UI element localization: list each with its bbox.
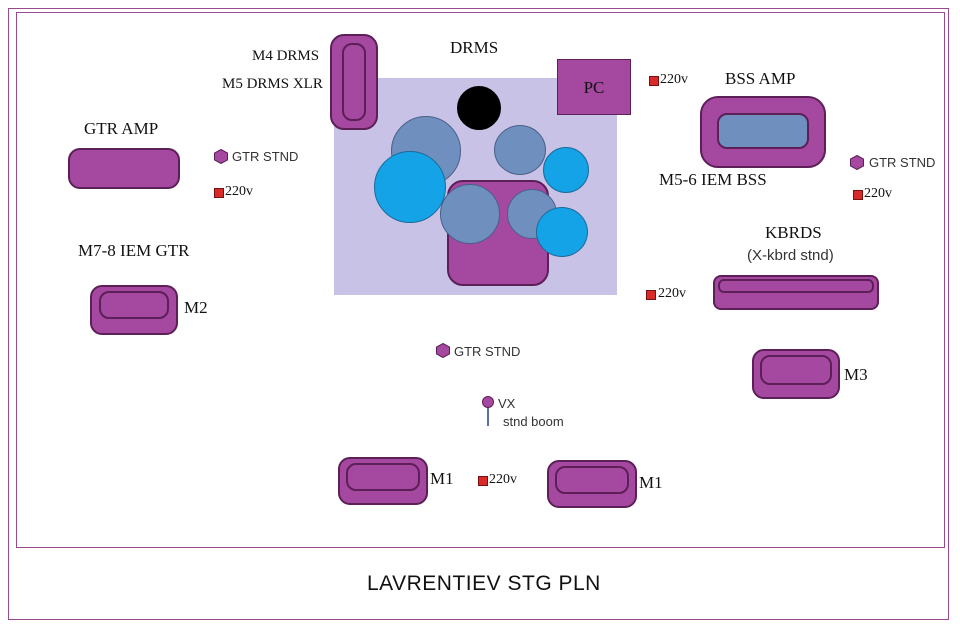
gtr-amp-label: GTR AMP (84, 119, 159, 138)
kick-drum-icon (457, 86, 501, 130)
power-outlet-label: 220v (225, 184, 253, 199)
red-square-icon (478, 476, 488, 486)
stage-area (16, 12, 945, 548)
cymbal-left-icon (374, 151, 446, 223)
gtr-stand-label: GTR STND (232, 149, 299, 164)
m4-drum-monitor (330, 34, 378, 130)
ride-cymbal-icon (536, 207, 588, 257)
gtr-stand-label: GTR STND (454, 344, 521, 359)
m2-label: M2 (184, 298, 208, 317)
m1-right-label: M1 (639, 473, 663, 492)
stage-plan-frame (8, 8, 949, 620)
vx-stand-boom-label: stnd boom (503, 414, 564, 429)
m1-monitor-right (547, 460, 637, 508)
kbrds-label: KBRDS (765, 223, 822, 242)
m5-6-iem-bss-label: M5-6 IEM BSS (659, 170, 767, 189)
pc-station: PC (557, 59, 631, 115)
power-outlet-label: 220v (658, 286, 686, 301)
hexagon-icon (214, 149, 228, 164)
rack-tom-icon (494, 125, 546, 175)
bss-amp (700, 96, 826, 168)
kbrds-stand-label: (X-kbrd stnd) (747, 247, 834, 264)
power-outlet-label: 220v (864, 186, 892, 201)
pc-label: PC (583, 78, 605, 97)
m7-8-iem-gtr-label: M7-8 IEM GTR (78, 241, 190, 260)
keyboard (713, 275, 879, 310)
vx-label: VX (498, 396, 516, 411)
m5-drums-xlr-label: M5 DRMS XLR (222, 76, 323, 92)
snare-drum-icon (440, 184, 500, 244)
m4-drums-label: M4 DRMS (252, 48, 320, 64)
hexagon-icon (436, 343, 450, 358)
red-square-icon (649, 76, 659, 86)
mic-stand-icon (482, 396, 494, 426)
page-title: LAVRENTIEV STG PLN (367, 572, 601, 595)
hexagon-icon (850, 155, 864, 170)
power-outlet-label: 220v (660, 72, 688, 87)
m3-monitor (752, 349, 840, 399)
cymbal-right-icon (543, 147, 589, 193)
red-square-icon (853, 190, 863, 200)
red-square-icon (214, 188, 224, 198)
m1-monitor-left (338, 457, 428, 505)
m1-left-label: M1 (430, 469, 454, 488)
m3-label: M3 (844, 365, 868, 384)
bss-amp-label: BSS AMP (725, 69, 796, 88)
red-square-icon (646, 290, 656, 300)
power-outlet-label: 220v (489, 472, 517, 487)
m2-monitor (90, 285, 178, 335)
gtr-stand-label: GTR STND (869, 155, 936, 170)
drums-label: DRMS (450, 38, 499, 57)
gtr-amp (68, 148, 180, 189)
